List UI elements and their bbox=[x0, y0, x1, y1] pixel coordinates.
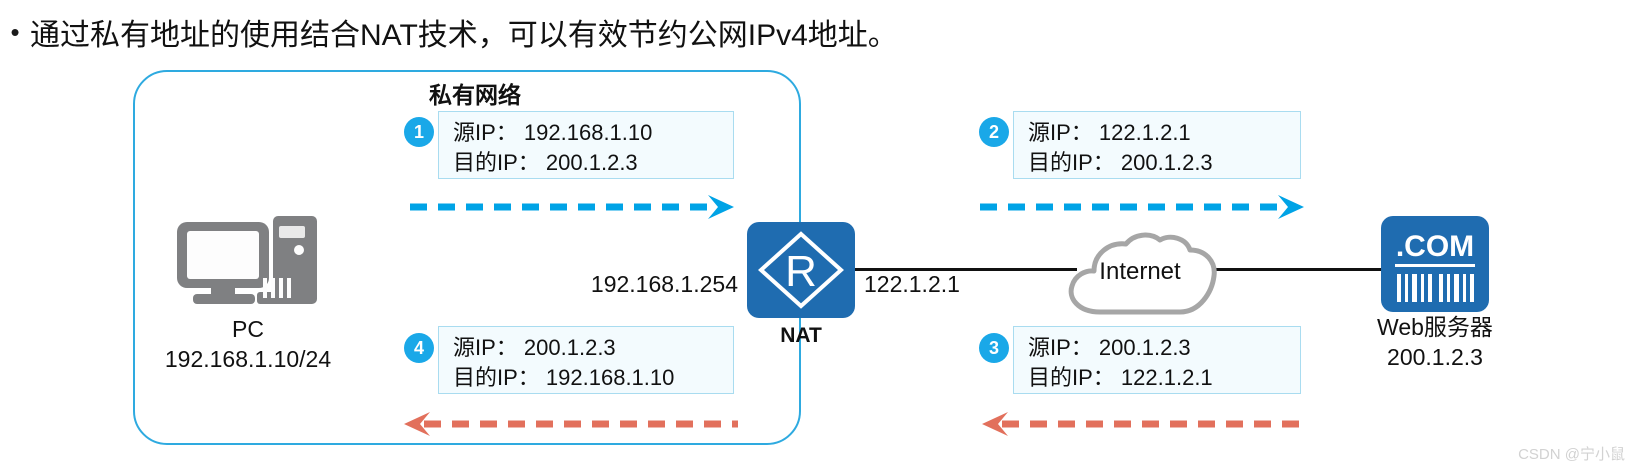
packet-info-box-3: 源IP： 200.1.2.3 目的IP： 122.1.2.1 bbox=[1013, 326, 1301, 394]
page-title: 通过私有地址的使用结合NAT技术，可以有效节约公网IPv4地址。 bbox=[30, 19, 898, 52]
web-server-icon: .COM bbox=[1381, 216, 1489, 312]
router-node[interactable]: R NAT bbox=[745, 222, 857, 348]
step-badge-4: 4 bbox=[404, 333, 434, 363]
pc-node[interactable]: PC 192.168.1.10/24 bbox=[158, 216, 338, 374]
pc-name: PC bbox=[232, 316, 264, 342]
packet-dest-value-3: 122.1.2.1 bbox=[1120, 365, 1213, 390]
packet-source-value-2: 122.1.2.1 bbox=[1098, 120, 1191, 145]
router-inside-interface-address: 192.168.1.254 bbox=[590, 271, 738, 297]
packet-source-label-1: 源IP： bbox=[453, 120, 518, 145]
packet-dest-label-2: 目的IP： bbox=[1028, 150, 1115, 175]
pc-address: 192.168.1.10/24 bbox=[164, 346, 332, 372]
private-network-title: 私有网络 bbox=[429, 82, 521, 108]
packet-source-value-4: 200.1.2.3 bbox=[523, 335, 616, 360]
packet-source-label-2: 源IP： bbox=[1028, 120, 1093, 145]
packet-info-box-4: 源IP： 200.1.2.3 目的IP： 192.168.1.10 bbox=[438, 326, 734, 394]
link-router-to-cloud bbox=[855, 268, 1077, 271]
internet-label: Internet bbox=[1099, 258, 1181, 285]
svg-text:R: R bbox=[785, 247, 817, 296]
packet-dest-value-1: 200.1.2.3 bbox=[545, 150, 638, 175]
step-badge-3: 3 bbox=[979, 333, 1009, 363]
web-server-address: 200.1.2.3 bbox=[1387, 344, 1483, 370]
watermark: CSDN @宁小鼠 bbox=[1518, 446, 1625, 463]
step-badge-2: 2 bbox=[979, 117, 1009, 147]
packet-source-line-4: 源IP： 200.1.2.3 bbox=[453, 333, 721, 363]
link-cloud-to-server bbox=[1205, 268, 1385, 271]
router-outside-interface-address: 122.1.2.1 bbox=[864, 271, 960, 297]
step-badge-1: 1 bbox=[404, 117, 434, 147]
web-server-node[interactable]: .COM Web服务器 200.1.2.3 bbox=[1345, 216, 1525, 372]
web-server-name: Web服务器 bbox=[1377, 314, 1493, 340]
packet-dest-label-3: 目的IP： bbox=[1028, 365, 1115, 390]
packet-source-line-3: 源IP： 200.1.2.3 bbox=[1028, 333, 1288, 363]
internet-cloud-node[interactable]: Internet bbox=[1060, 228, 1220, 324]
packet-dest-value-2: 200.1.2.3 bbox=[1120, 150, 1213, 175]
packet-dest-line-1: 目的IP： 200.1.2.3 bbox=[453, 148, 721, 178]
packet-dest-value-4: 192.168.1.10 bbox=[545, 365, 675, 390]
packet-flow-arrow-3 bbox=[982, 412, 1306, 436]
packet-flow-arrow-1 bbox=[410, 195, 734, 219]
packet-flow-arrow-4 bbox=[404, 412, 738, 436]
packet-source-line-2: 源IP： 122.1.2.1 bbox=[1028, 118, 1288, 148]
desktop-computer-icon bbox=[177, 216, 317, 304]
router-icon: R bbox=[747, 222, 855, 318]
packet-dest-label-4: 目的IP： bbox=[453, 365, 540, 390]
svg-text:.COM: .COM bbox=[1396, 230, 1474, 263]
packet-source-value-1: 192.168.1.10 bbox=[523, 120, 653, 145]
bullet-marker: • bbox=[10, 17, 20, 47]
cloud-icon bbox=[1068, 232, 1217, 315]
packet-source-line-1: 源IP： 192.168.1.10 bbox=[453, 118, 721, 148]
packet-dest-line-2: 目的IP： 200.1.2.3 bbox=[1028, 148, 1288, 178]
packet-flow-arrow-2 bbox=[980, 195, 1304, 219]
nat-topology-diagram: 私有网络 PC 192.168.1.10/24 bbox=[0, 56, 1637, 470]
packet-source-label-4: 源IP： bbox=[453, 335, 518, 360]
header-bullet-line: • 通过私有地址的使用结合NAT技术，可以有效节约公网IPv4地址。 bbox=[0, 8, 1637, 56]
packet-dest-line-4: 目的IP： 192.168.1.10 bbox=[453, 363, 721, 393]
packet-info-box-2: 源IP： 122.1.2.1 目的IP： 200.1.2.3 bbox=[1013, 111, 1301, 179]
packet-source-value-3: 200.1.2.3 bbox=[1098, 335, 1191, 360]
packet-dest-line-3: 目的IP： 122.1.2.1 bbox=[1028, 363, 1288, 393]
packet-info-box-1: 源IP： 192.168.1.10 目的IP： 200.1.2.3 bbox=[438, 111, 734, 179]
packet-source-label-3: 源IP： bbox=[1028, 335, 1093, 360]
packet-dest-label-1: 目的IP： bbox=[453, 150, 540, 175]
router-label: NAT bbox=[780, 324, 822, 347]
